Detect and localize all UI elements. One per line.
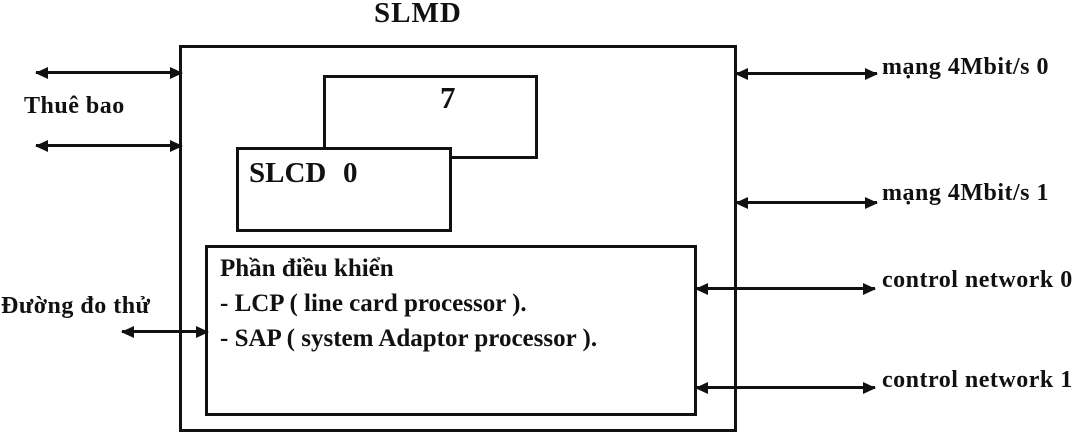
card-box-slcd-0: SLCD 0 (236, 147, 452, 232)
control-network-arrow-1 (696, 386, 875, 389)
control-item-lcp: - LCP ( line card processor ). (220, 290, 527, 317)
control-network-arrow-0 (696, 287, 875, 290)
control-item-sap: - SAP ( system Adaptor processor ). (220, 325, 598, 352)
diagram-title: SLMD (374, 0, 462, 29)
control-section-title: Phần điều khiển (220, 255, 394, 282)
network-4mbit-arrow-0 (736, 72, 877, 75)
card-7-number: 7 (440, 80, 456, 115)
network-4mbit-arrow-1 (736, 201, 877, 204)
subscriber-line-arrow-0 (36, 71, 182, 74)
subscriber-label: Thuê bao (24, 93, 125, 119)
test-line-arrow (122, 330, 208, 333)
control-network-0-label: control network 0 (882, 267, 1073, 293)
slcd-number: 0 (343, 157, 358, 189)
control-section-box: Phần điều khiển - LCP ( line card proces… (205, 245, 697, 416)
card-box-7: 7 (323, 75, 538, 159)
slcd-label: SLCD (249, 157, 327, 189)
subscriber-line-arrow-1 (36, 144, 182, 147)
test-line-label: Đường đo thử (1, 293, 151, 319)
network-4mbit-1-label: mạng 4Mbit/s 1 (882, 180, 1050, 206)
network-4mbit-0-label: mạng 4Mbit/s 0 (882, 54, 1050, 80)
control-network-1-label: control network 1 (882, 367, 1073, 393)
